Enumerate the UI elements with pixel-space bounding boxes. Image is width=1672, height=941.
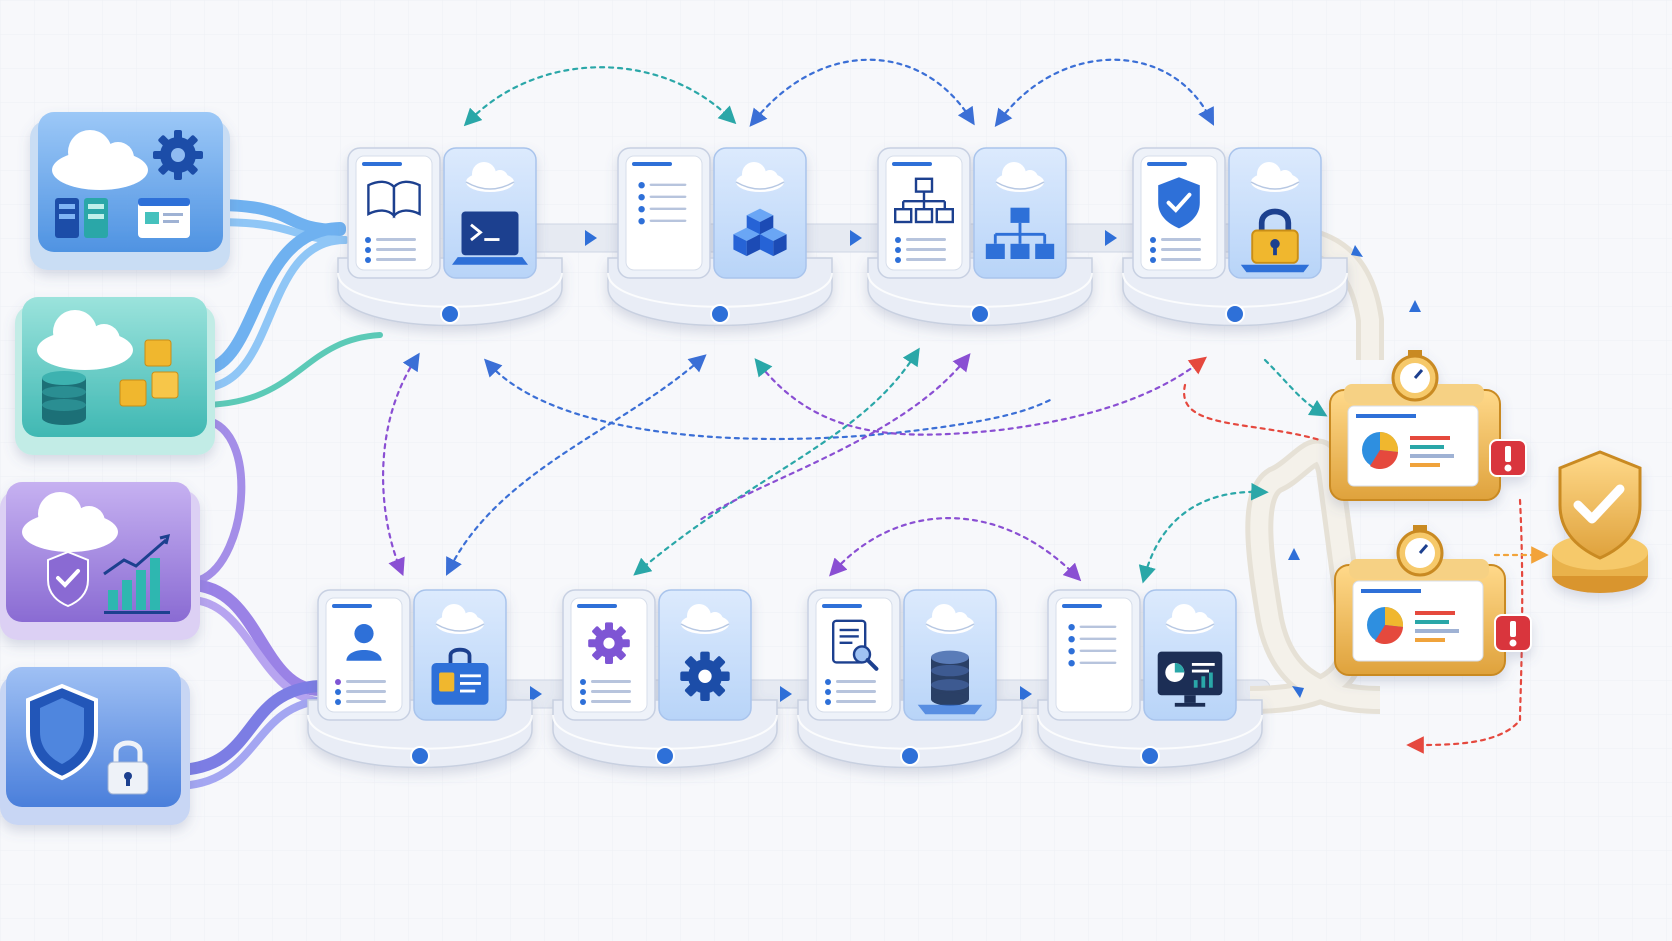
cloud-icon [925,604,975,634]
flow-arrow-icon [585,230,597,246]
stage-connector-dot[interactable] [900,746,920,766]
cloud-icon [735,162,785,192]
shield-icon [26,683,98,781]
shield-check-icon [1158,177,1200,229]
pipeline-stage[interactable] [797,589,1023,769]
cloud-icon [1250,162,1300,192]
stopwatch-icon [1391,350,1439,402]
pipeline-stage[interactable] [1122,147,1348,327]
stage-connector-dot[interactable] [710,304,730,324]
stage-service-card[interactable] [658,589,752,721]
stage-detail-card[interactable] [1132,147,1226,279]
final-approval[interactable] [1552,450,1648,593]
stage-detail-card[interactable] [347,147,441,279]
gear-icon [680,651,730,701]
pie-chart-icon [1362,431,1399,470]
cloud-icon [465,162,515,192]
stage-detail-card[interactable] [562,589,656,721]
cloud-icon [37,310,133,370]
stage-connector-dot[interactable] [440,304,460,324]
stage-connector-dot[interactable] [970,304,990,324]
pipeline-stage[interactable] [552,589,778,769]
quality-gate[interactable] [1334,525,1532,676]
report-card[interactable] [1352,580,1484,662]
stage-detail-card[interactable] [1047,589,1141,721]
flow-arrow-icon [850,230,862,246]
network-icon [985,207,1055,259]
user-icon [346,624,382,661]
terminal-icon [452,211,528,265]
cloud-icon [22,492,118,552]
stopwatch-icon [1396,525,1444,577]
pipeline-stage[interactable] [867,147,1093,327]
database-icon [917,650,983,715]
dashboard-monitor-icon [1157,651,1223,707]
flow-arrow-icon [1292,686,1304,698]
flow-arrow-icon [530,686,542,702]
cubes-icon [733,208,787,257]
stage-detail-card[interactable] [807,589,901,721]
stage-detail-card[interactable] [877,147,971,279]
flow-arrow-icon [1020,686,1032,702]
database-icon [42,371,86,425]
checklist-icon [638,182,687,225]
source-card[interactable] [0,667,190,825]
stage-service-card[interactable] [903,589,997,721]
flow-arrow-icon [1288,548,1300,560]
shield-check-icon [47,550,89,608]
flow-arrow-icon [1409,300,1421,312]
id-badge-icon [431,647,489,705]
hierarchy-icon [894,177,955,224]
pie-chart-icon [1367,606,1404,645]
stage-connector-dot[interactable] [1225,304,1245,324]
stage-service-card[interactable] [1228,147,1322,279]
stage-connector-dot[interactable] [1140,746,1160,766]
stage-service-card[interactable] [1143,589,1237,721]
stage-service-card[interactable] [713,147,807,279]
package-boxes-icon [119,339,179,407]
source-card[interactable] [15,297,215,455]
gear-icon [153,130,203,180]
stage-connector-dot[interactable] [410,746,430,766]
source-card[interactable] [0,482,200,640]
pipeline-stage[interactable] [337,147,563,327]
flow-arrow-icon [1105,230,1117,246]
quality-gate[interactable] [1329,350,1527,501]
cloud-icon [1165,604,1215,634]
browser-window-icon [138,198,190,238]
padlock-icon [107,740,149,795]
book-icon [367,180,421,219]
cloud-icon [435,604,485,634]
source-pipes [169,199,383,790]
stage-service-card[interactable] [973,147,1067,279]
server-rack-icon [55,198,108,238]
pipeline-stage[interactable] [607,147,833,327]
cloud-icon [680,604,730,634]
padlock-icon [1240,208,1310,273]
stage-detail-card[interactable] [317,589,411,721]
report-card[interactable] [1347,405,1479,487]
document-search-icon [832,619,879,671]
shield-check-icon [1558,450,1642,560]
flow-arrows [530,230,1421,702]
flow-arrow-icon [780,686,792,702]
relationship-arrows [382,58,1549,754]
stage-service-card[interactable] [413,589,507,721]
growth-chart-icon [103,533,171,614]
pipeline-stage[interactable] [307,589,533,769]
stage-detail-card[interactable] [617,147,711,279]
stage-connector-dot[interactable] [655,746,675,766]
checklist-icon [1068,624,1117,667]
cloud-icon [995,162,1045,192]
alert-icon[interactable] [1489,439,1527,477]
alert-icon[interactable] [1494,614,1532,652]
gear-icon [588,622,630,664]
stage-service-card[interactable] [443,147,537,279]
cloud-icon [52,130,148,190]
pipeline-stage[interactable] [1037,589,1263,769]
flow-arrow-icon [1351,245,1363,257]
source-card[interactable] [30,112,230,270]
